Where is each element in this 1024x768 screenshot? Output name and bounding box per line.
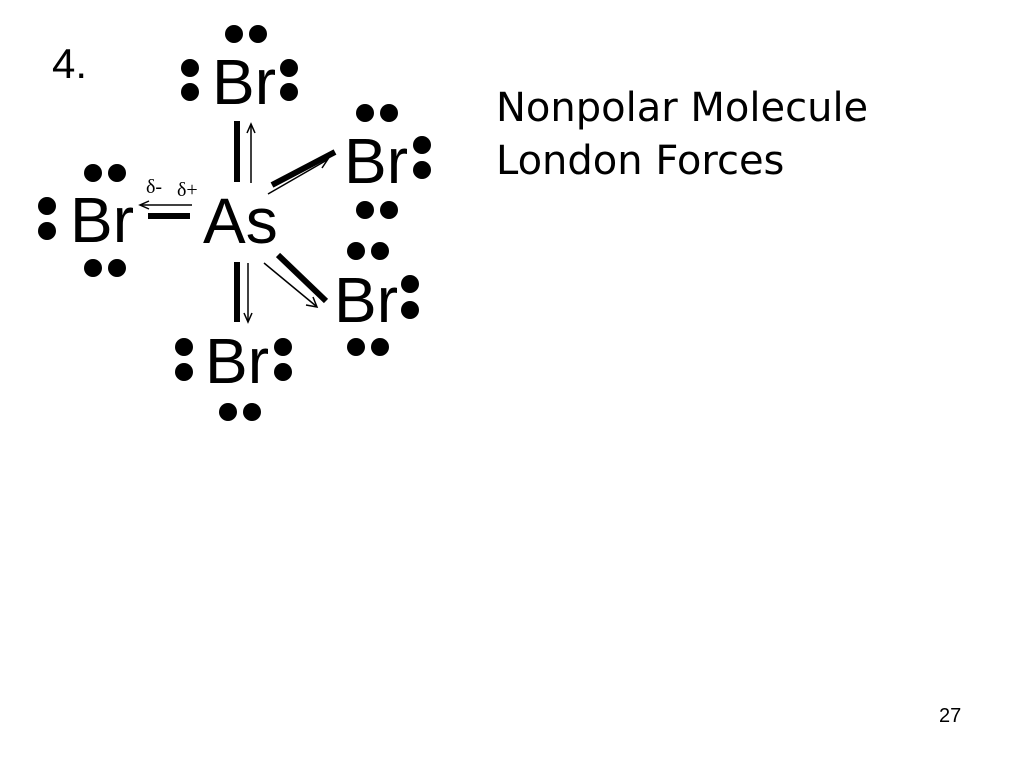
bond-upper-right xyxy=(270,149,337,188)
lone-pairs-br-upper-right xyxy=(356,104,431,219)
page-number: 27 xyxy=(939,705,962,727)
atom-br-bottom: Br xyxy=(205,325,269,397)
atom-as: As xyxy=(203,185,278,257)
lone-pairs-br-bottom xyxy=(175,338,292,421)
arrowhead-top xyxy=(246,122,256,134)
bond-lower-right xyxy=(275,252,329,304)
question-number: 4. xyxy=(52,40,88,87)
note-intermolecular-force: London Forces xyxy=(496,138,785,184)
atom-br-lower-right: Br xyxy=(334,264,398,336)
arrowhead-left xyxy=(138,200,150,210)
dipole-arrow-upper-right xyxy=(267,159,328,195)
atom-br-left: Br xyxy=(70,184,134,256)
partial-charge-negative: δ- xyxy=(146,176,162,198)
arrowhead-upper-right xyxy=(316,158,330,169)
lone-pairs-br-left xyxy=(38,164,126,277)
atom-br-upper-right: Br xyxy=(344,125,408,197)
notes: Nonpolar Molecule London Forces xyxy=(496,82,868,188)
arrowhead-bottom xyxy=(243,312,253,324)
note-polarity: Nonpolar Molecule xyxy=(496,85,869,131)
atom-br-top: Br xyxy=(212,46,276,118)
partial-charge-positive: δ+ xyxy=(177,179,198,201)
lone-pairs-br-top xyxy=(181,25,298,101)
lone-pairs-br-lower-right xyxy=(347,242,419,356)
dipole-arrows xyxy=(138,122,330,324)
dipole-arrow-lower-right xyxy=(263,262,317,307)
bonds xyxy=(148,121,337,322)
arrowhead-lower-right xyxy=(305,296,319,308)
